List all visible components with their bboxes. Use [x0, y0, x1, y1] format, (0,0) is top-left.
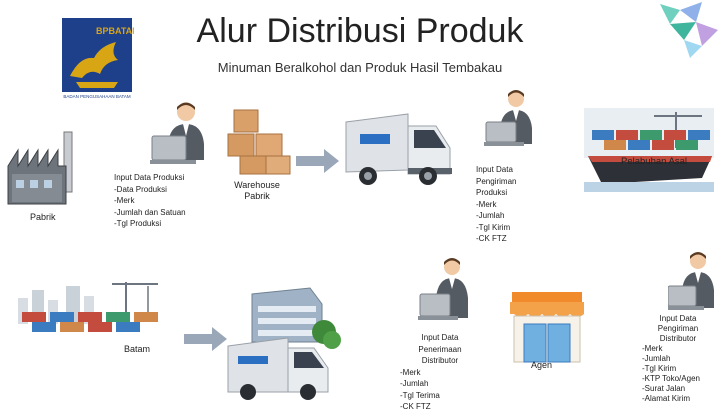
page-title: Alur Distribusi Produk	[196, 12, 524, 50]
batam-city-icon	[8, 276, 168, 336]
note-line: Penerimaan	[418, 344, 462, 354]
person-laptop-icon	[668, 250, 720, 316]
note-line: Pengiriman	[657, 324, 699, 333]
building-truck-icon	[226, 284, 342, 402]
note-line: Produksi	[476, 188, 508, 197]
node-warehouse-label: Warehouse Pabrik	[234, 180, 280, 201]
note-line: -KTP Toko/Agen	[642, 374, 700, 383]
page-subtitle: Minuman Beralkohol dan Produk Hasil Temb…	[217, 60, 503, 75]
truck-icon	[344, 112, 454, 192]
boxes-icon	[226, 106, 292, 176]
person-laptop-icon	[418, 256, 480, 326]
note-produksi-line: -Merk	[114, 196, 135, 205]
logo-caption: BADAN PENGUSAHAAN BATAM	[63, 94, 131, 99]
node-pabrik-label: Pabrik	[30, 212, 56, 222]
note-line: -Tgl Kirim	[642, 364, 677, 373]
shop-icon	[506, 288, 588, 364]
person-laptop-icon	[150, 100, 220, 170]
flow-arrow	[296, 148, 340, 174]
note-line: -CK FTZ	[400, 402, 431, 411]
factory-icon	[4, 126, 80, 208]
note-line: -CK FTZ	[476, 234, 507, 243]
note-line: Distributor	[659, 334, 697, 343]
flow-arrow	[184, 326, 228, 352]
person-laptop-icon	[484, 88, 546, 152]
note-penerimaan-distributor: Input Data Penerimaan Distributor -Merk …	[400, 332, 480, 413]
note-produksi-line: Input Data Produksi	[114, 173, 185, 182]
note-line: -Merk	[400, 367, 421, 377]
note-line: -Tgl Kirim	[476, 222, 511, 232]
note-line: -Merk	[642, 344, 663, 353]
note-line: -Surat Jalan	[642, 384, 686, 393]
note-produksi: Input Data Produksi -Data Produksi -Merk…	[114, 172, 186, 230]
node-agen-label: Agen	[531, 360, 553, 370]
note-line: Input Data	[421, 333, 459, 342]
note-line: -Merk	[476, 199, 497, 209]
note-produksi-line: -Data Produksi	[114, 184, 167, 194]
note-line: -Jumlah	[476, 211, 505, 220]
note-line: -Tgl Terima	[400, 390, 440, 400]
node-pelabuhan-label: Pelabuhan Asal	[621, 156, 688, 167]
note-line: -Jumlah	[642, 354, 671, 363]
decorative-shapes	[640, 0, 720, 60]
note-line: Input Data	[659, 314, 697, 323]
logo-brand-text: BPBATAM	[96, 26, 134, 36]
note-pengiriman-distributor: Input Data Pengiriman Distributor -Merk …	[642, 314, 714, 404]
node-batam-label: Batam	[124, 344, 151, 354]
note-line: Input Data	[476, 165, 513, 174]
note-produksi-line: -Jumlah dan Satuan	[114, 207, 186, 217]
note-produksi-line: -Tgl Produksi	[114, 219, 162, 228]
bp-batam-logo: BPBATAM BADAN PENGUSAHAAN BATAM	[60, 16, 134, 102]
note-line: Distributor	[421, 356, 459, 365]
note-pengiriman-produksi: Input Data Pengiriman Produksi -Merk -Ju…	[476, 164, 516, 245]
port-ship-icon	[584, 108, 714, 192]
note-line: Pengiriman	[476, 176, 517, 186]
note-line: -Jumlah	[400, 379, 429, 388]
note-line: -Alamat Kirim	[642, 394, 691, 403]
